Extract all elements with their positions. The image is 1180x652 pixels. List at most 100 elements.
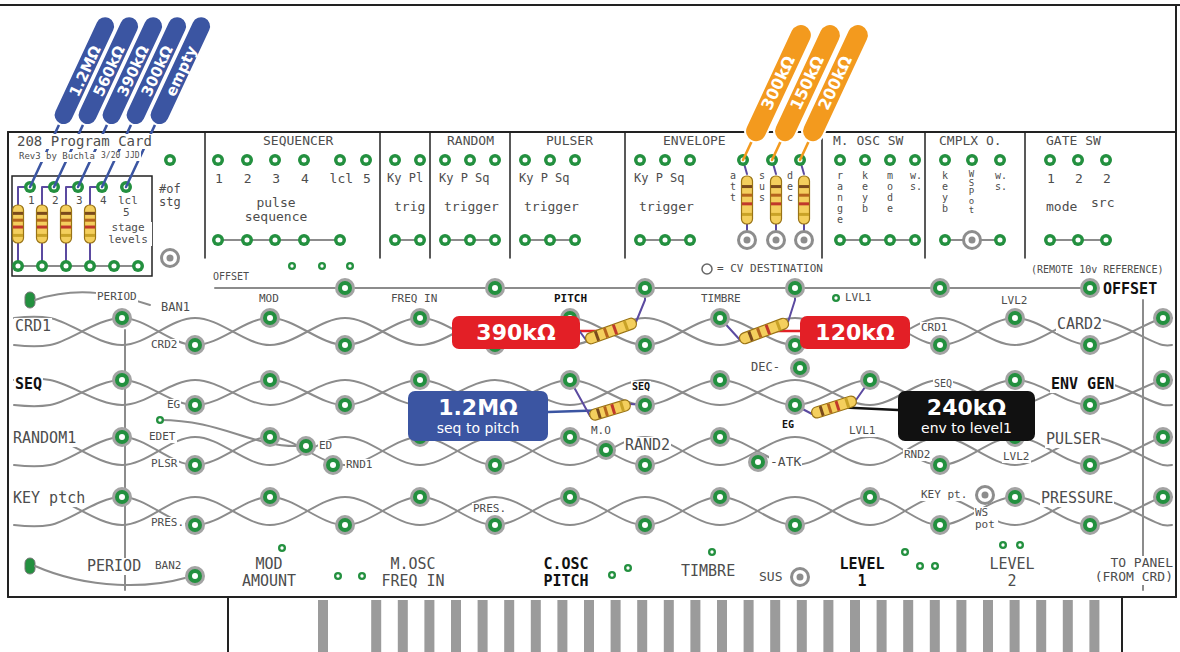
resistor-body [588,399,631,422]
resistor-band [835,401,841,411]
resistor-symbol [584,317,638,345]
card-label: #of stg [158,183,198,209]
pin [939,234,951,246]
jack-ring [1080,335,1100,355]
tag-lead [772,142,780,160]
pin-hole [392,157,397,162]
jack [788,398,802,412]
edge-contact [797,600,807,652]
pin [884,234,896,246]
edge-contact [318,600,328,652]
cv-destination [962,230,982,250]
pin [901,548,909,556]
cv-destination-ring [793,570,807,584]
resistor-band [771,185,781,188]
pin-hole [301,237,306,242]
section-divider [624,132,626,258]
pin-hole [837,237,842,242]
pin-hole [272,157,277,162]
cv-destination-core [969,237,976,244]
jack-hole [1087,285,1093,291]
card-edge [1175,5,1177,597]
jack [1083,458,1097,472]
jack-ring [635,335,655,355]
pin-hole [887,237,892,242]
pin-hole [933,564,936,567]
card-label: trig [393,200,426,214]
callout-box: 390kΩ [452,316,580,349]
edge-contact [983,600,993,652]
pin [84,260,96,272]
pin [859,154,871,166]
jack-hole [797,365,803,371]
card-label: SEQ [631,381,651,392]
card-label: C.OSC PITCH [525,556,607,589]
card-label: FREQ IN [390,293,438,305]
pin-hole [997,237,1002,242]
pin [834,234,846,246]
pin-link [840,239,915,241]
edge-contact [424,600,434,652]
card-label: att [728,170,738,203]
jack-hole [492,285,498,291]
jack-hole [1012,377,1018,383]
pin [288,262,296,270]
pin-hole [15,263,20,268]
card-label: 1 2 2 [1046,172,1112,186]
callout-box: 1.2MΩseq to pitch [408,391,548,441]
jack-ring [485,455,505,475]
card-title: 208 Program Card [16,134,153,149]
card-label: MOD AMOUNT [230,556,308,589]
edge-contact [1089,600,1099,652]
jack-ring [410,308,430,328]
stage-box [12,176,152,276]
jack-ring [260,308,280,328]
callout-box: 120kΩ [800,316,910,349]
jack-hole [755,459,761,465]
pin [269,154,281,166]
card-label: LVL2 [1000,295,1029,307]
card-label: KEY ptch [12,490,86,507]
jack-ring [710,427,730,447]
pin-hole [336,574,339,577]
card-label: 1 2 3 4 lcl [214,172,354,186]
card-label: RANDOM [446,134,495,148]
cv-destination-ring [163,251,177,265]
jack-ring [560,487,580,507]
pin-hole [320,264,323,267]
jack [413,311,427,325]
jack-ring [112,427,132,447]
card-label: PULSER [545,134,594,148]
pin [519,154,531,166]
pin-hole [610,573,613,576]
pin-hole [290,264,293,267]
jack-hole [642,402,648,408]
jack-hole [642,342,648,348]
card-label: 5 [362,172,372,186]
resistor-body [37,205,48,243]
pin [966,154,978,166]
jack [338,398,352,412]
jack-hole [192,402,198,408]
jack [638,338,652,352]
card-label: 3 [75,195,84,207]
resistor-band [13,234,23,237]
resistor-band [13,212,23,215]
resistor-band [819,406,825,416]
jack [563,490,577,504]
pin [212,154,224,166]
pin-hole [547,157,552,162]
jack-ring [785,395,805,415]
card-edge [7,132,9,597]
jack-ring [560,370,580,390]
pin [634,154,646,166]
pin-hole [662,157,667,162]
card-edge [8,131,1176,133]
pin-hole [637,237,642,242]
card-label: WS pot [974,507,998,531]
pin [439,234,451,246]
card-label: 1 [27,195,36,207]
jack-hole [342,342,348,348]
jack [933,458,947,472]
card-label: CRD1 [920,322,949,334]
